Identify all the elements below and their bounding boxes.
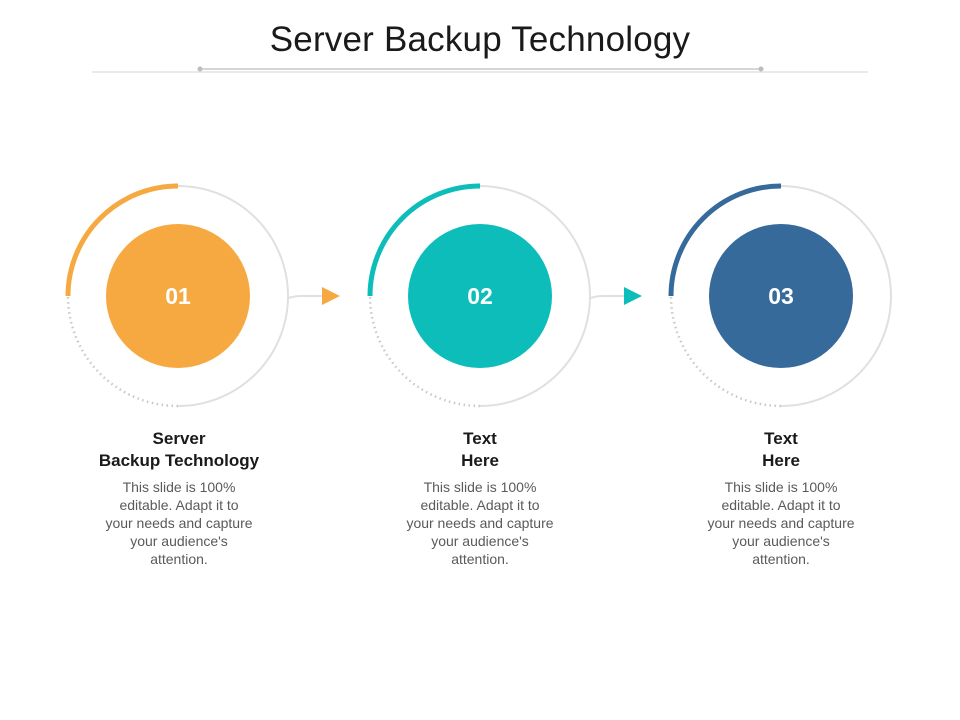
step-01-heading-line2: Backup Technology xyxy=(98,451,260,470)
step-01-graphic: 01 xyxy=(65,183,289,408)
step-03-dotted-arc xyxy=(669,295,782,408)
step-02-circle xyxy=(408,224,552,368)
step-02-graphic: 02 xyxy=(367,183,591,408)
step-03-heading-line2: Here xyxy=(762,451,800,470)
step-02-text: Text Here This slide is 100% editable. A… xyxy=(370,428,590,568)
connector-1-2 xyxy=(287,287,340,305)
step-03-ring-lower xyxy=(780,295,892,407)
step-03-description: This slide is 100% editable. Adapt it to… xyxy=(707,479,855,567)
step-03-heading-line1: Text xyxy=(764,429,798,448)
underline-dot-right xyxy=(758,66,764,72)
step-03-number: 03 xyxy=(768,283,794,309)
step-03-circle xyxy=(709,224,853,368)
step-03-accent-arc xyxy=(668,183,782,297)
arrow-right-icon xyxy=(624,287,642,305)
step-01-description: This slide is 100% editable. Adapt it to… xyxy=(105,479,253,567)
step-02-ring xyxy=(479,185,591,297)
step-02-number: 02 xyxy=(467,283,493,309)
step-03-text: Text Here This slide is 100% editable. A… xyxy=(671,428,891,568)
step-02-ring-lower xyxy=(479,295,591,407)
step-01-ring-lower xyxy=(177,295,289,407)
step-01-dotted-arc xyxy=(66,295,179,408)
step-01-circle xyxy=(106,224,250,368)
arrow-right-icon xyxy=(322,287,340,305)
step-01-text: Server Backup Technology This slide is 1… xyxy=(69,428,289,568)
slide-title: Server Backup Technology xyxy=(269,20,691,59)
step-03-ring xyxy=(780,185,892,297)
step-02-description: This slide is 100% editable. Adapt it to… xyxy=(406,479,554,567)
step-03-heading: Text Here xyxy=(671,428,891,472)
step-01-ring xyxy=(177,185,289,297)
step-02-accent-arc xyxy=(367,183,481,297)
step-02-dotted-arc xyxy=(368,295,481,408)
step-03-graphic: 03 xyxy=(668,183,892,408)
underline-dot-left xyxy=(197,66,203,72)
title-underline xyxy=(92,66,868,73)
step-01-heading: Server Backup Technology xyxy=(69,428,289,472)
step-01-heading-line1: Server xyxy=(152,429,206,448)
step-01-number: 01 xyxy=(165,283,191,309)
step-02-heading-line1: Text xyxy=(463,429,497,448)
step-01-accent-arc xyxy=(65,183,179,297)
step-02-heading: Text Here xyxy=(370,428,590,472)
connector-2-3 xyxy=(589,287,642,305)
step-02-heading-line2: Here xyxy=(461,451,499,470)
